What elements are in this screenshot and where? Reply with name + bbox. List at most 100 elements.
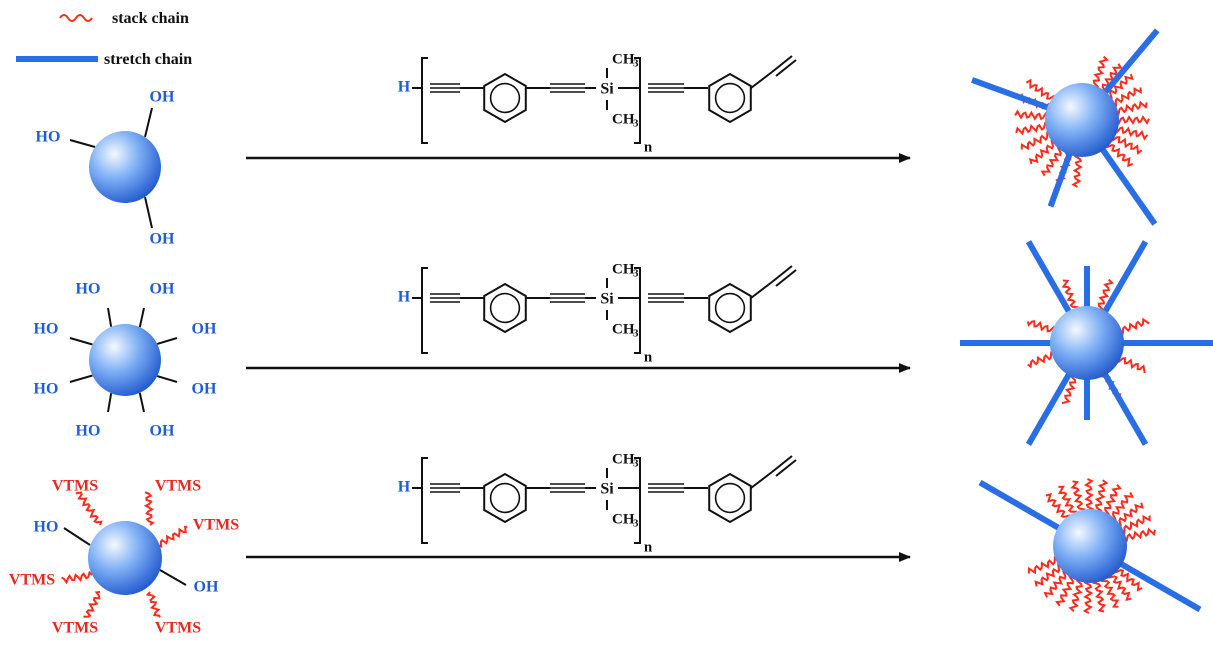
benzene-ring <box>708 282 752 334</box>
repeat-bracket-right <box>634 457 641 544</box>
stack-chain <box>1045 492 1070 520</box>
aromatic-circle <box>489 292 521 324</box>
polymer-end-h: H <box>398 479 411 496</box>
stretch-chain <box>1100 28 1160 97</box>
hydroxyl-group-label: HO <box>34 321 59 338</box>
bond-line <box>63 527 91 546</box>
stack-chain-legend-icon <box>59 14 93 22</box>
product-particle <box>1053 509 1127 583</box>
product-row-3 <box>978 478 1202 614</box>
methyl-group: CH <box>612 51 635 67</box>
stack-chain <box>1084 478 1095 512</box>
product-particles <box>960 28 1213 614</box>
silica-particle <box>88 521 162 595</box>
methyl-subscript: 3 <box>633 118 639 130</box>
hydroxyl-group-label: HO <box>34 381 59 398</box>
repeat-index-n: n <box>644 539 653 555</box>
vinyl-bond <box>750 471 773 489</box>
vinyl-bond <box>775 459 797 477</box>
stack-chain <box>1070 480 1086 513</box>
product-particle <box>1050 306 1124 380</box>
polymer-end-h: H <box>398 289 411 306</box>
product-particle <box>1045 83 1119 157</box>
stack-chain <box>1115 100 1148 116</box>
vinyl-bond <box>750 71 773 89</box>
stack-chain <box>1106 143 1134 168</box>
stack-chain <box>1121 514 1151 535</box>
repeat-bracket-left <box>421 267 428 354</box>
silica-particle <box>89 324 161 396</box>
hydroxyl-group-label: OH <box>192 321 217 338</box>
bond-line <box>69 374 93 383</box>
stack-chain <box>157 525 188 549</box>
stack-chain <box>1092 55 1109 89</box>
stack-chain <box>143 491 155 526</box>
product-row-2 <box>960 240 1213 446</box>
stack-chain <box>1117 357 1146 374</box>
stack-chain <box>1071 154 1083 188</box>
stretch-chain <box>1047 149 1074 208</box>
vinyl-bond <box>775 269 797 287</box>
stack-chain <box>1116 502 1144 527</box>
hydroxyl-group-label: OH <box>150 281 175 298</box>
stack-chain <box>1119 317 1150 335</box>
stack-chain <box>1107 73 1134 99</box>
vinyl-bond <box>771 265 793 283</box>
hydroxyl-group-label: OH <box>150 231 175 248</box>
vtms-group-label: VTMS <box>9 572 55 589</box>
stretch-chain <box>1025 240 1074 316</box>
product-row-1 <box>971 28 1160 226</box>
stretch-chain <box>1098 145 1158 226</box>
stack-chain <box>1061 279 1079 311</box>
legend-stretch-label: stretch chain <box>104 51 192 68</box>
bond-line <box>159 569 187 586</box>
stretch-chain <box>978 479 1063 533</box>
stack-chain <box>1061 374 1077 405</box>
benzene-ring <box>708 472 752 524</box>
repeat-bracket-left <box>421 57 428 144</box>
stack-chain <box>1094 479 1109 513</box>
benzene-ring <box>708 72 752 124</box>
hydroxyl-group-label: HO <box>34 519 59 536</box>
stack-chain <box>1034 563 1063 587</box>
bond-line <box>138 392 145 413</box>
stack-chain <box>1027 556 1059 575</box>
methyl-subscript: 3 <box>633 518 639 530</box>
methyl-subscript: 3 <box>633 328 639 340</box>
stack-chain <box>1104 484 1122 516</box>
repeat-bracket-right <box>634 57 641 144</box>
stack-chain <box>1014 109 1048 121</box>
legend: stack chain stretch chain <box>16 10 192 68</box>
legend-stack-label: stack chain <box>112 10 189 27</box>
vtms-group-label: VTMS <box>193 517 239 534</box>
benzene-ring <box>483 472 527 524</box>
hydroxyl-group-label: HO <box>76 423 101 440</box>
stretch-chain <box>1100 370 1149 446</box>
stack-chain <box>1092 579 1107 613</box>
vinyl-bond <box>750 281 773 299</box>
bond-line <box>138 307 145 328</box>
silicon-atom: Si <box>600 291 614 308</box>
silica-particle <box>89 131 161 203</box>
stretch-chain <box>1100 240 1149 316</box>
vtms-group-label: VTMS <box>52 620 98 637</box>
stack-chain <box>61 570 93 585</box>
benzene-ring <box>483 72 527 124</box>
stretch-chain <box>971 77 1053 112</box>
bond-line <box>107 307 113 327</box>
repeat-bracket-right <box>634 267 641 354</box>
stack-chain <box>1115 126 1149 141</box>
stack-chain <box>1055 575 1074 607</box>
repeat-index-n: n <box>644 139 653 155</box>
hydroxyl-group-label: OH <box>192 381 217 398</box>
hydroxyl-group-label: OH <box>194 579 219 596</box>
stack-chain <box>1026 320 1056 333</box>
vtms-group-label: VTMS <box>155 620 201 637</box>
aromatic-circle <box>489 82 521 114</box>
